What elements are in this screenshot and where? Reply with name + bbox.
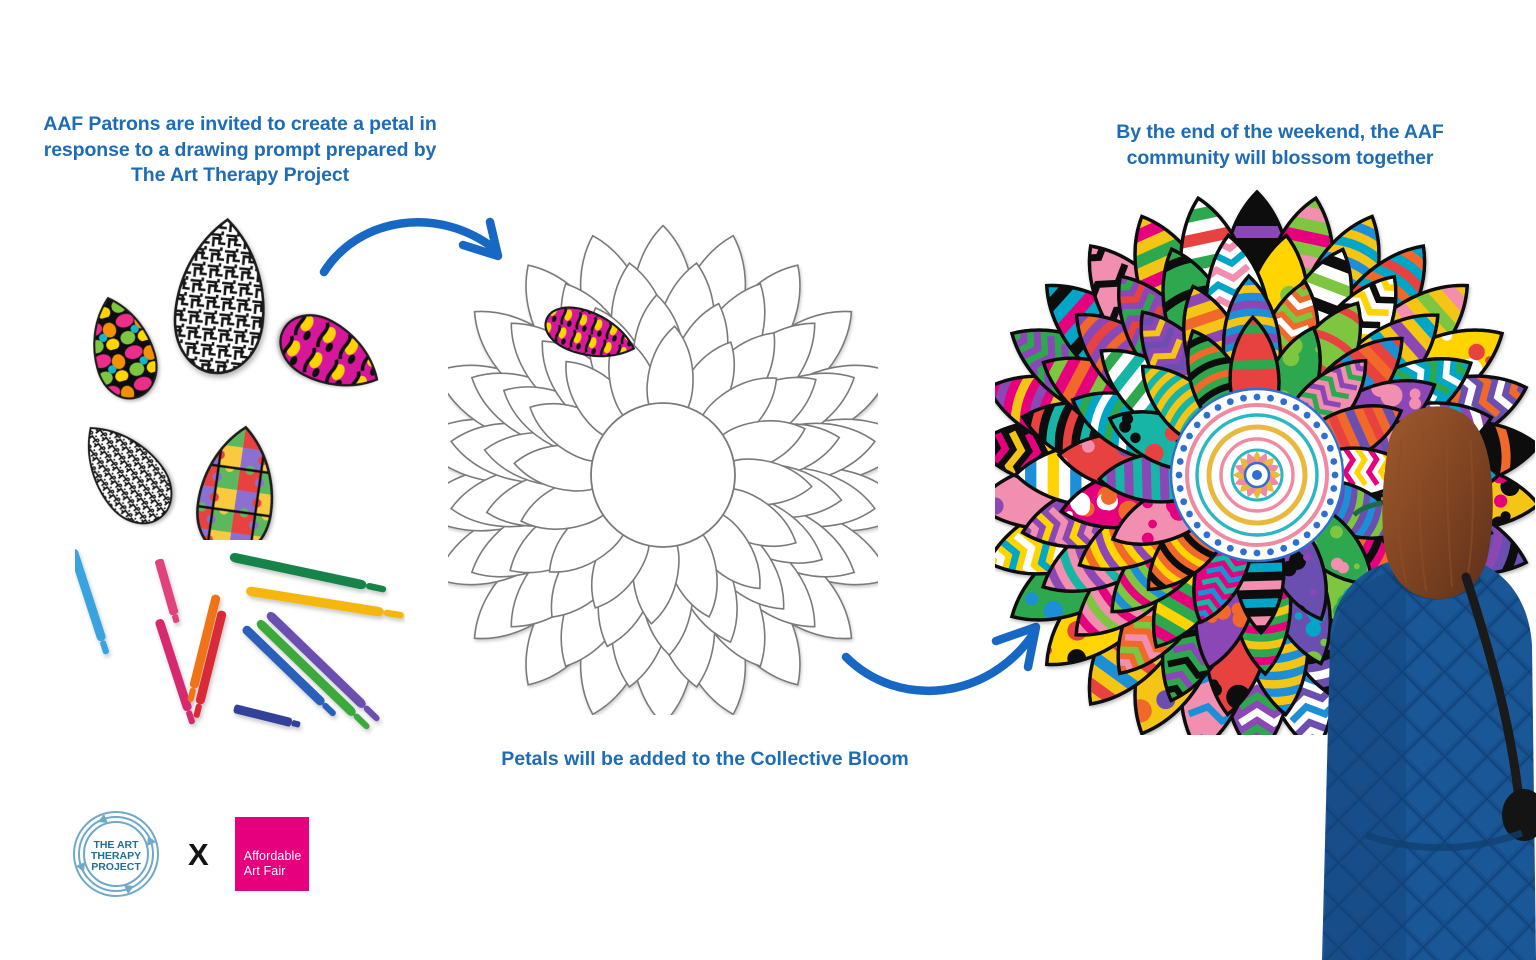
atp-line-3: PROJECT <box>91 861 141 873</box>
petal-maze-black-white-large <box>169 214 273 378</box>
logo-bar: THE ART THERAPY PROJECT X Affordable Art… <box>70 808 309 900</box>
the-art-therapy-project-logo: THE ART THERAPY PROJECT <box>73 811 159 897</box>
heading-right: By the end of the weekend, the AAF commu… <box>1116 121 1444 169</box>
caption-collective-bloom: Petals will be added to the Collective B… <box>501 748 909 770</box>
sample-petals-group <box>64 214 393 540</box>
marker-magenta <box>154 618 197 726</box>
petal-jigsaw <box>190 420 284 540</box>
bloom-centre-blank <box>590 402 736 548</box>
visitor-jacket <box>1322 555 1536 960</box>
affordable-art-fair-logo: Affordable Art Fair <box>234 817 309 891</box>
collective-bloom-outline <box>448 224 878 715</box>
bloom-petal-decorated <box>1054 459 1187 542</box>
atp-line-2: THERAPY <box>91 850 141 862</box>
visitor-hair <box>1382 406 1493 600</box>
felt-tip-markers-group <box>75 548 405 732</box>
marker-pink <box>154 558 182 624</box>
marker-light-blue <box>75 548 111 656</box>
mandala-centre <box>1169 387 1345 563</box>
logo-separator-x: X <box>188 836 209 872</box>
arrow-center-to-right-icon <box>841 622 1041 696</box>
visitor-glasses-arm <box>1352 500 1383 517</box>
petal-bee-pink-yellow <box>268 301 393 408</box>
petal-abstract-bright <box>78 288 166 407</box>
arrow-left-to-center-icon <box>319 217 503 277</box>
aaf-line-2: Art Fair <box>243 863 286 878</box>
marker-navy <box>232 704 302 730</box>
visitor-bag <box>1502 789 1536 841</box>
petal-maze-black-white-small <box>64 407 187 539</box>
atp-line-1: THE ART <box>93 839 139 851</box>
visitor-bag-strap <box>1461 572 1523 796</box>
collective-bloom-finished <box>995 189 1535 735</box>
heading-left: AAF Patrons are invited to create a peta… <box>43 113 437 187</box>
gallery-visitor <box>1322 406 1536 960</box>
aaf-line-1: Affordable <box>243 849 302 863</box>
